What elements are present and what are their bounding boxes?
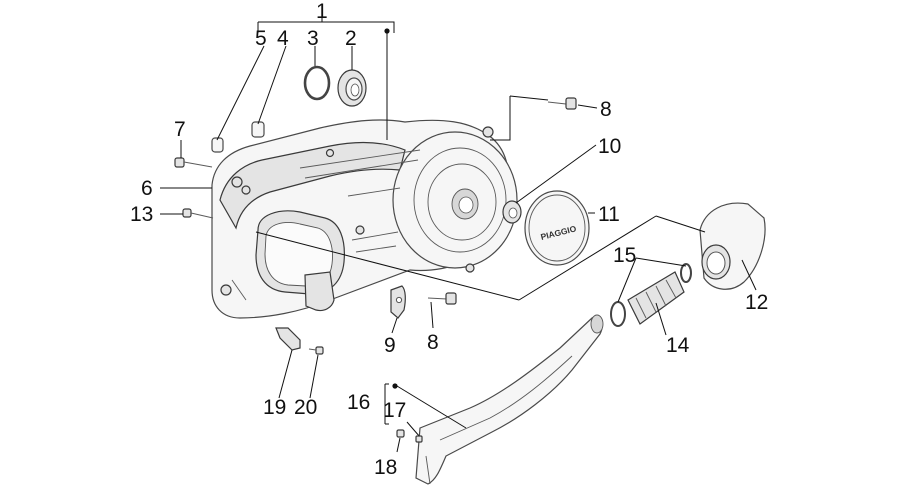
callout-15: 15 xyxy=(613,244,636,267)
callout-17: 17 xyxy=(383,399,406,422)
clamp-15-left xyxy=(610,301,626,327)
callout-2: 2 xyxy=(345,27,357,50)
callout-14: 14 xyxy=(666,334,690,357)
screw-20 xyxy=(308,346,324,355)
callout-13: 13 xyxy=(130,203,153,226)
callout-20: 20 xyxy=(294,396,317,419)
callout-3: 3 xyxy=(307,27,319,50)
washer-10 xyxy=(502,200,522,224)
leader-lines xyxy=(160,18,757,453)
circlip-3 xyxy=(303,65,331,101)
callout-4: 4 xyxy=(277,27,289,50)
air-duct-16 xyxy=(415,314,604,485)
callout-12: 12 xyxy=(745,291,768,314)
callout-16: 16 xyxy=(347,391,370,414)
bearing-2 xyxy=(337,69,367,107)
callout-10: 10 xyxy=(598,135,621,158)
bellows-14 xyxy=(627,271,685,325)
callout-8-top: 8 xyxy=(600,98,612,121)
screw-7 xyxy=(174,157,213,168)
transmission-cover xyxy=(211,119,518,319)
callout-9: 9 xyxy=(384,334,396,357)
clamp-15-right xyxy=(680,263,692,283)
intake-12 xyxy=(699,202,766,290)
callout-6: 6 xyxy=(141,177,153,200)
bolt-8-top xyxy=(547,97,577,110)
callout-5: 5 xyxy=(255,27,267,50)
bracket-dot-16 xyxy=(392,383,398,389)
clip-19 xyxy=(275,327,301,351)
callout-11: 11 xyxy=(598,203,620,226)
callout-7: 7 xyxy=(174,118,186,141)
bracket-9 xyxy=(390,285,406,319)
callout-19: 19 xyxy=(263,396,286,419)
callout-8-lower: 8 xyxy=(427,331,439,354)
bracket-dot xyxy=(384,28,390,34)
callout-labels: 1 5 4 3 2 7 8 10 6 11 13 15 12 9 8 14 16… xyxy=(130,0,768,479)
callout-18: 18 xyxy=(374,456,397,479)
cap-11: PIAGGIO xyxy=(524,190,590,266)
bushing-4 xyxy=(251,121,265,138)
screw-13 xyxy=(182,208,214,219)
callout-1: 1 xyxy=(316,0,328,23)
bolt-8-lower xyxy=(427,292,457,305)
